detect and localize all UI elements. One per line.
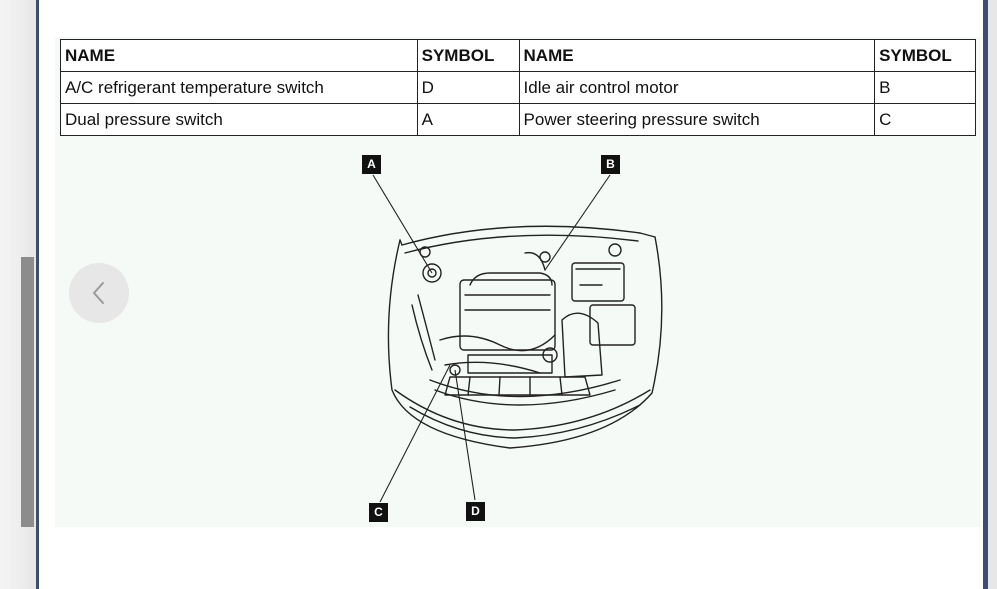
header-name-1: NAME [60, 39, 418, 72]
right-gutter [988, 0, 997, 589]
callout-a: A [362, 155, 381, 174]
table-cell: Power steering pressure switch [518, 103, 876, 136]
leader-line-d [454, 369, 476, 501]
callout-d: D [466, 502, 485, 521]
reservoir [422, 263, 442, 283]
table-header-row: NAME SYMBOL NAME SYMBOL [60, 39, 976, 72]
battery [571, 262, 625, 302]
hood-outline [401, 225, 641, 246]
engine-block [459, 279, 556, 351]
table-cell: C [874, 103, 976, 136]
table-row: A/C refrigerant temperature switch D Idl… [60, 71, 976, 104]
body-outline [387, 236, 663, 449]
engine-bay-diagram [372, 174, 663, 503]
parts-table: NAME SYMBOL NAME SYMBOL A/C refrigerant … [60, 39, 976, 136]
table-cell: D [416, 71, 520, 104]
previous-page-button[interactable] [69, 263, 129, 323]
bumper [394, 389, 651, 431]
table-cell: A [416, 103, 520, 136]
chevron-left-icon [93, 282, 104, 304]
left-scrollbar[interactable] [21, 257, 34, 527]
table-cell: Idle air control motor [518, 71, 876, 104]
table-cell: Dual pressure switch [60, 103, 418, 136]
leader-line-a [372, 174, 433, 274]
table-cell: B [874, 71, 976, 104]
leader-line-c [379, 364, 451, 503]
table-cell: A/C refrigerant temperature switch [60, 71, 418, 104]
header-symbol-1: SYMBOL [416, 39, 520, 72]
header-symbol-2: SYMBOL [874, 39, 976, 72]
table-row: Dual pressure switch A Power steering pr… [60, 103, 976, 136]
leader-line-b [544, 174, 611, 271]
callout-b: B [601, 155, 620, 174]
callout-c: C [369, 503, 388, 522]
header-name-2: NAME [518, 39, 876, 72]
air-cleaner [561, 312, 603, 378]
